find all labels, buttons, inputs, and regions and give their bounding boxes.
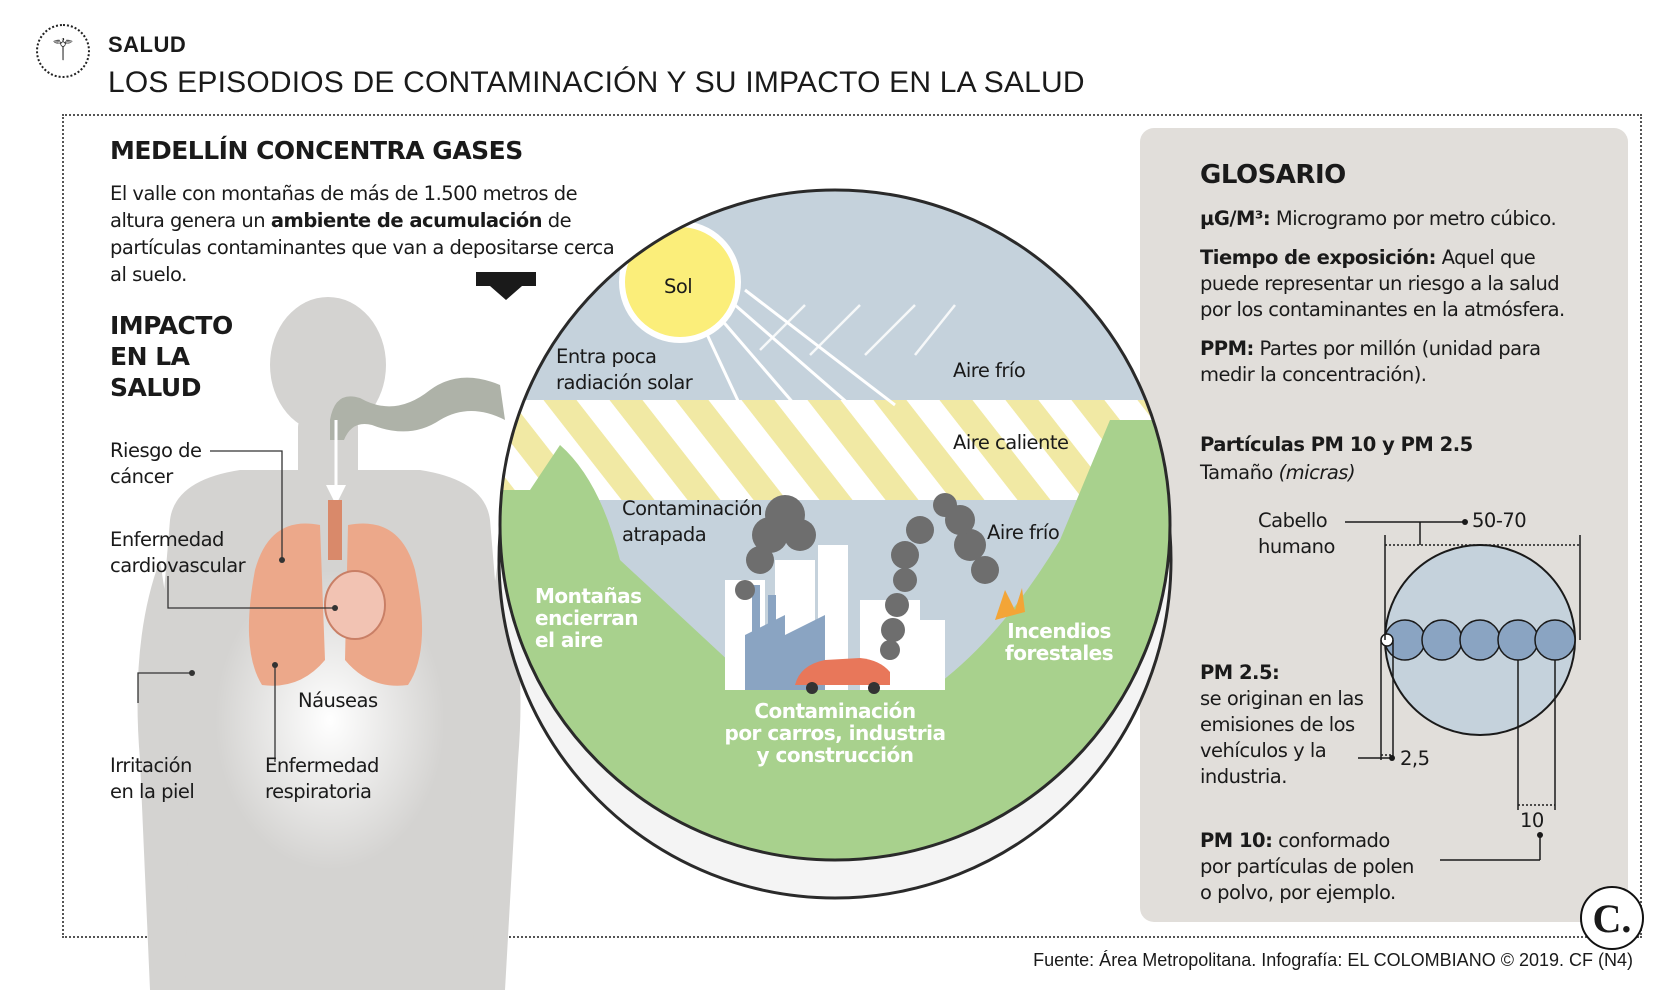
source-credit: Fuente: Área Metropolitana. Infografía: … bbox=[1033, 950, 1633, 970]
leader-dots bbox=[189, 557, 338, 676]
term: PM 10: bbox=[1200, 829, 1273, 852]
pm25-size: 2,5 bbox=[1400, 747, 1430, 770]
sun-label: Sol bbox=[664, 275, 693, 298]
cold-air-top-label: Aire frío bbox=[953, 359, 1026, 382]
label-line: y construcción bbox=[756, 743, 914, 767]
hot-air-label: Aire caliente bbox=[953, 431, 1069, 454]
valley-diagram bbox=[500, 190, 1170, 860]
fires-label: Incendios forestales bbox=[1005, 619, 1114, 665]
label-line: Irritación bbox=[110, 754, 192, 777]
label-line: Contaminación bbox=[622, 497, 763, 520]
label-skin: Irritación en la piel bbox=[110, 753, 195, 805]
definition: conformado bbox=[1272, 829, 1390, 852]
valley-intro: El valle con montañas de más de 1.500 me… bbox=[110, 180, 630, 288]
sources-label: Contaminación por carros, industria y co… bbox=[705, 700, 965, 766]
intro-bold: ambiente de acumulación bbox=[270, 209, 543, 232]
impact-line: IMPACTO bbox=[110, 311, 233, 340]
pm10-size: 10 bbox=[1520, 809, 1544, 832]
dotted-frame bbox=[62, 114, 1642, 938]
definition-line: emisiones de los bbox=[1200, 713, 1355, 736]
label-line: el aire bbox=[535, 628, 603, 652]
glossary-ppm: PPM: Partes por millón (unidad para medi… bbox=[1200, 336, 1570, 388]
definition-line: se originan en las bbox=[1200, 687, 1364, 710]
glossary-panel bbox=[1140, 128, 1628, 922]
label-line: Entra poca bbox=[556, 345, 657, 368]
intro-text-1: El valle con montañas de más de 1.500 me… bbox=[110, 182, 578, 232]
valley-outline bbox=[498, 188, 1172, 862]
term: PM 2.5: bbox=[1200, 661, 1280, 684]
label-line: Cabello bbox=[1258, 509, 1328, 532]
label-respiratory: Enfermedad respiratoria bbox=[265, 753, 379, 805]
label-cardio: Enfermedad cardiovascular bbox=[110, 527, 246, 579]
pm25-definition: PM 2.5: se originan en las emisiones de … bbox=[1200, 660, 1364, 790]
glossary-title: GLOSARIO bbox=[1200, 160, 1346, 190]
cold-air-low-label: Aire frío bbox=[987, 521, 1060, 544]
label-line: humano bbox=[1258, 535, 1335, 558]
caduceus-icon: ⚚ bbox=[36, 24, 90, 78]
label-line: Incendios bbox=[1007, 619, 1111, 643]
hair-label: Cabello humano bbox=[1258, 508, 1335, 560]
definition: Partes por millón (unidad para medir la … bbox=[1200, 337, 1541, 386]
mountains-label: Montañas encierran el aire bbox=[535, 585, 642, 651]
little-radiation-label: Entra poca radiación solar bbox=[556, 344, 693, 396]
size-prefix: Tamaño bbox=[1200, 461, 1279, 484]
definition: Aquel que puede representar un riesgo a … bbox=[1200, 246, 1565, 321]
size-unit: (micras) bbox=[1278, 461, 1356, 484]
glossary-ug: µG/M³: Microgramo por metro cúbico. bbox=[1200, 206, 1620, 232]
definition-line: por partículas de polen bbox=[1200, 855, 1414, 878]
leader-lines bbox=[137, 450, 335, 762]
valley-heading: MEDELLÍN CONCENTRA GASES bbox=[110, 136, 523, 165]
label-line: por carros, industria bbox=[724, 721, 947, 745]
definition-line: industria. bbox=[1200, 765, 1287, 788]
pm10-definition: PM 10: conformado por partículas de pole… bbox=[1200, 828, 1414, 906]
label-line: radiación solar bbox=[556, 371, 693, 394]
el-colombiano-logo: C. bbox=[1580, 886, 1644, 950]
label-nausea: Náuseas bbox=[298, 689, 378, 712]
label-cancer: Riesgo de cáncer bbox=[110, 438, 202, 490]
term: Tiempo de exposición: bbox=[1200, 246, 1436, 269]
label-line: Enfermedad bbox=[265, 754, 379, 777]
label-line: en la piel bbox=[110, 780, 195, 803]
label-line: atrapada bbox=[622, 523, 707, 546]
term: PPM: bbox=[1200, 337, 1254, 360]
hair-size: 50-70 bbox=[1472, 509, 1527, 532]
definition-line: o polvo, por ejemplo. bbox=[1200, 881, 1396, 904]
impact-heading: IMPACTO EN LA SALUD bbox=[110, 310, 233, 403]
down-arrow-icon bbox=[476, 272, 536, 300]
inhale-arrow-head bbox=[326, 485, 346, 505]
label-line: cáncer bbox=[110, 465, 173, 488]
intro-text-2: de partículas contaminantes que van a de… bbox=[110, 209, 615, 286]
label-line: Contaminación bbox=[754, 699, 916, 723]
heart bbox=[324, 570, 386, 640]
label-line: forestales bbox=[1005, 641, 1114, 665]
label-line: Montañas bbox=[535, 584, 642, 608]
section-label: SALUD bbox=[108, 32, 187, 57]
impact-line: EN LA bbox=[110, 342, 190, 371]
definition: Microgramo por metro cúbico. bbox=[1270, 207, 1557, 230]
glossary-exposure: Tiempo de exposición: Aquel que puede re… bbox=[1200, 245, 1580, 323]
particles-title: Partículas PM 10 y PM 2.5 bbox=[1200, 433, 1473, 456]
impact-line: SALUD bbox=[110, 373, 201, 402]
label-line: cardiovascular bbox=[110, 554, 246, 577]
page-title: LOS EPISODIOS DE CONTAMINACIÓN Y SU IMPA… bbox=[108, 66, 1085, 99]
size-caption: Tamaño (micras) bbox=[1200, 460, 1356, 486]
label-line: encierran bbox=[535, 606, 639, 630]
smoke-plume bbox=[330, 377, 505, 440]
term: µG/M³: bbox=[1200, 207, 1271, 230]
label-line: respiratoria bbox=[265, 780, 372, 803]
label-line: Riesgo de bbox=[110, 439, 202, 462]
label-line: Enfermedad bbox=[110, 528, 224, 551]
particle-diagram bbox=[1345, 519, 1581, 861]
trapped-label: Contaminación atrapada bbox=[622, 496, 763, 548]
definition-line: vehículos y la bbox=[1200, 739, 1327, 762]
